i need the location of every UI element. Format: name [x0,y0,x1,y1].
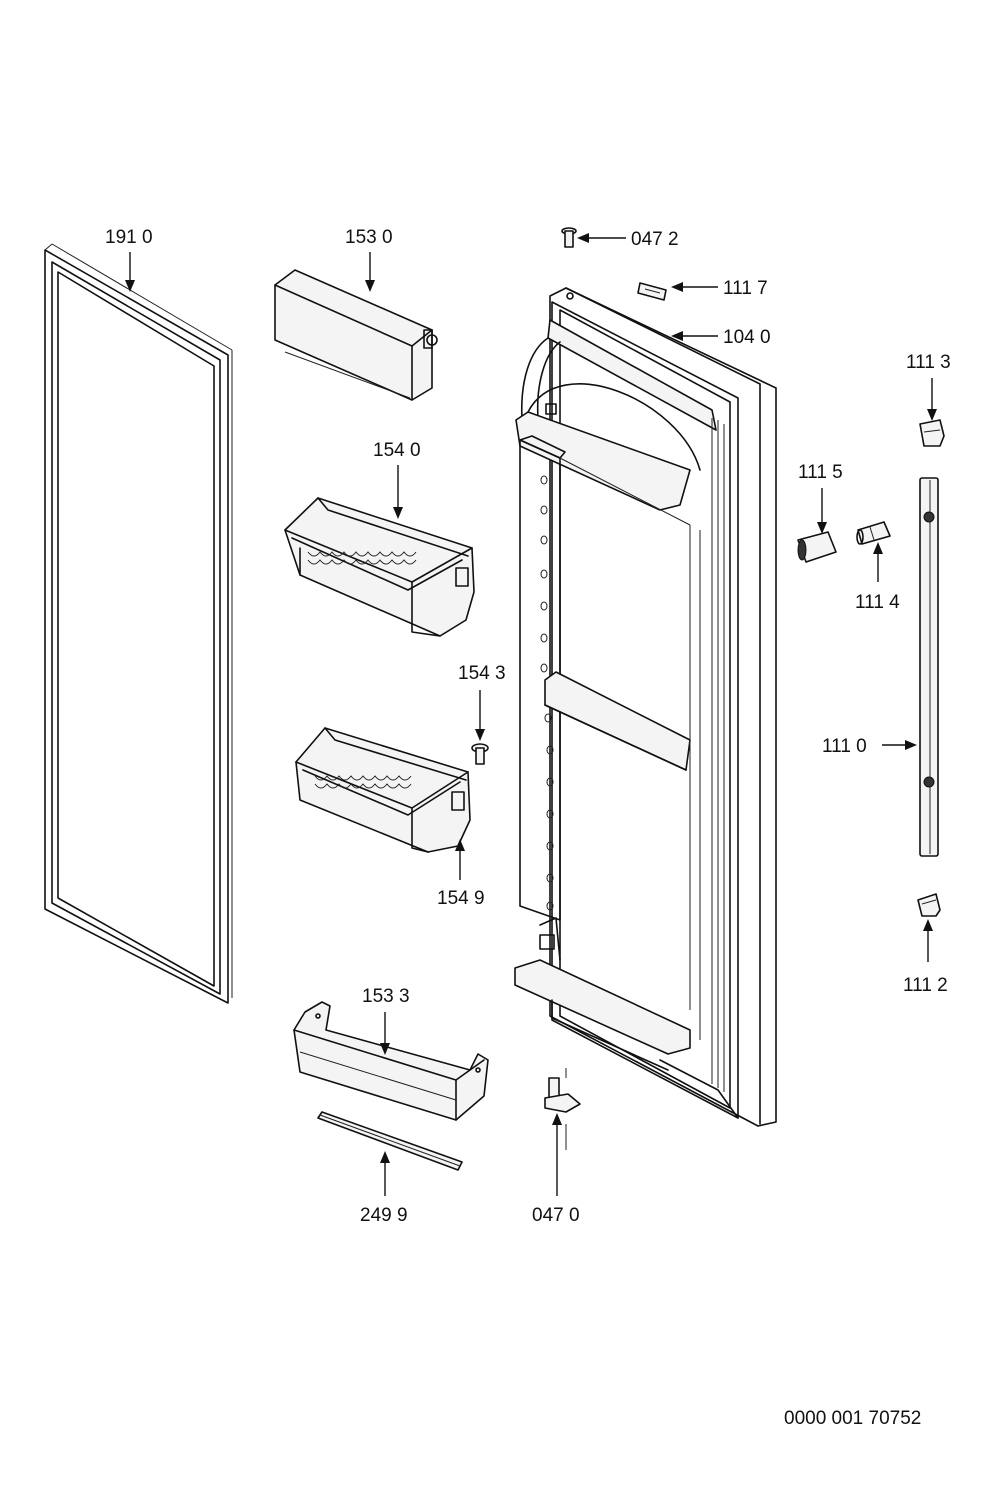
handle-plug-part [856,521,891,545]
dairy-compartment-part [274,269,438,401]
bin-rib-pattern [314,775,412,789]
callout-111-4: 111 4 [855,592,900,613]
side-strip-holes [540,475,554,911]
door-bin-upper-part [284,497,475,637]
document-number: 0000 001 70752 [784,1408,922,1429]
door-assembly-part [514,287,777,1127]
label-plate-part [637,282,667,301]
door-edge-gasket [711,418,725,1092]
callout-153-3: 153 3 [362,986,410,1007]
callout-111-7: 111 7 [723,278,768,299]
bin-rib-pattern [307,551,417,565]
callout-104-0: 104 0 [723,327,771,348]
trim-strip-part [317,1111,463,1171]
door-shelf-bar-part [293,1001,489,1121]
callout-154-3: 154 3 [458,663,506,684]
callout-047-0: 047 0 [532,1205,580,1226]
callout-154-0: 154 0 [373,440,421,461]
callout-154-9: 154 9 [437,888,485,909]
callout-111-2: 111 2 [903,975,948,996]
door-gasket-part [44,243,233,1004]
callout-153-0: 153 0 [345,227,393,248]
screw-part [471,743,489,765]
callout-249-9: 249 9 [360,1205,408,1226]
handle-cap-top-part [919,419,945,447]
handle-spacer-part [797,531,837,563]
door-handle-part [919,477,939,857]
callout-047-2: 047 2 [631,229,679,250]
callout-111-3: 111 3 [906,352,951,373]
door-bin-lower-part [295,727,471,853]
callout-191-0: 191 0 [105,227,153,248]
callout-111-0: 111 0 [822,736,867,757]
callout-111-5: 111 5 [798,462,843,483]
bottom-hinge-part [544,1068,581,1150]
hinge-pin-part [561,227,577,248]
handle-cap-bottom-part [917,893,941,917]
